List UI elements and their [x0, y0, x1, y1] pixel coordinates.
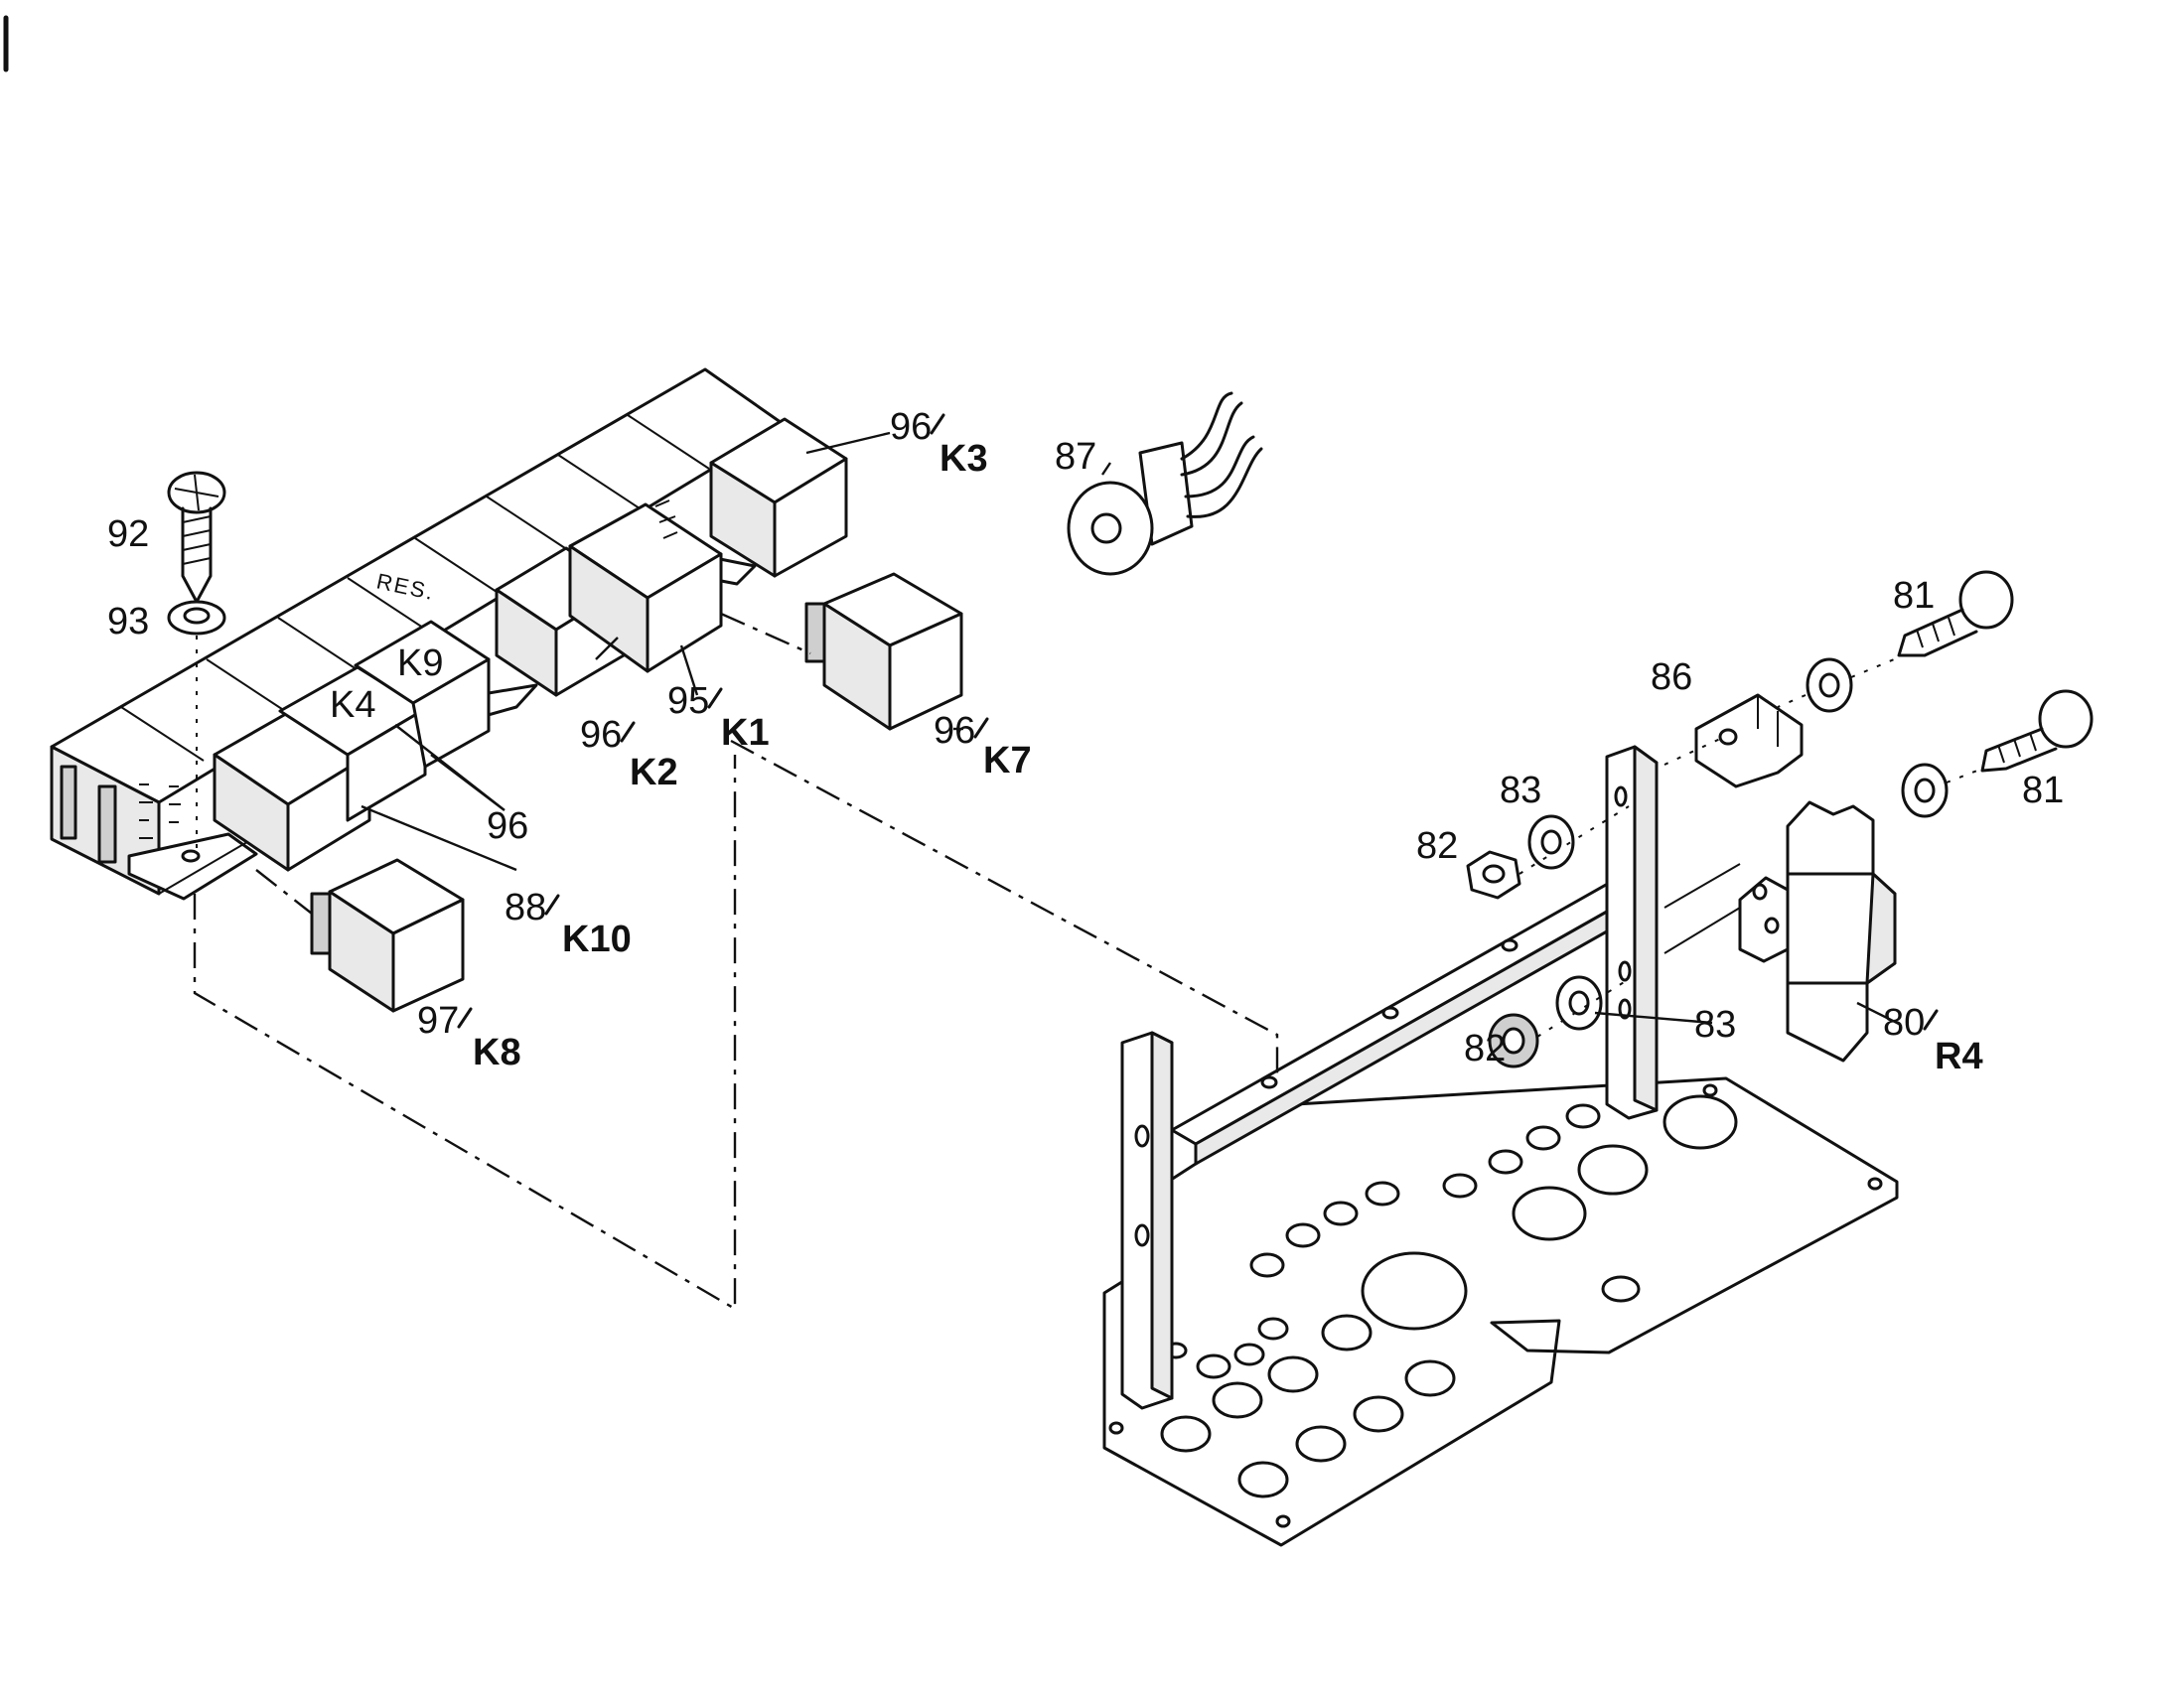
- callout-r4-ref: R4: [1935, 1036, 1983, 1077]
- callout-k2-number: 96: [580, 714, 622, 756]
- callout-k8-ref: K8: [473, 1032, 521, 1073]
- relay-k8-loose: [310, 858, 465, 1013]
- label-83-lower: 83: [1694, 1004, 1736, 1046]
- relay-k3-mounted: [654, 417, 848, 578]
- chassis-bracket: [1102, 745, 1899, 1547]
- label-81-upper: 81: [1893, 575, 1935, 617]
- callout-k10-number: 88: [505, 887, 546, 928]
- nut-82-lower: [1488, 1013, 1539, 1068]
- callout-95-k1: 95 K1: [667, 680, 770, 754]
- washer-81-lower: [1901, 763, 1949, 818]
- callout-k3-number: 96: [890, 406, 932, 448]
- callout-k7-number: 96: [934, 710, 975, 752]
- callout-k2-ref: K2: [630, 752, 678, 793]
- screw-81-lower: [1980, 689, 2094, 773]
- label-92: 92: [107, 513, 149, 555]
- label-82-upper: 82: [1416, 825, 1458, 867]
- label-96: 96: [487, 805, 528, 847]
- label-87: 87: [1055, 436, 1096, 478]
- washer-83-upper: [1527, 814, 1575, 870]
- callout-88-k10: 88 K10: [505, 887, 632, 960]
- callout-96-k2: 96 K2: [580, 714, 678, 793]
- callout-r4-number: 80: [1883, 1002, 1925, 1044]
- callout-k3-ref: K3: [940, 438, 988, 480]
- k9-label: K9: [397, 642, 443, 684]
- resistor-r4-80: [1738, 800, 1897, 1063]
- relay-k4-k9-mounted: [278, 620, 491, 822]
- callout-k8-number: 97: [417, 1000, 459, 1042]
- callout-97-k8: 97 K8: [417, 1000, 521, 1073]
- label-93: 93: [107, 601, 149, 642]
- k4-label: K4: [330, 684, 375, 726]
- callout-96-k7: 96 K7: [934, 710, 1032, 782]
- relay-k7-loose: [804, 572, 963, 731]
- washer-81-upper: [1806, 657, 1853, 713]
- washer-93: [167, 600, 226, 636]
- label-81-lower: 81: [2022, 770, 2064, 811]
- callout-k10-ref: K10: [562, 919, 632, 960]
- callout-k7-ref: K7: [983, 740, 1032, 782]
- callout-k1-number: 95: [667, 680, 709, 722]
- label-82-lower: 82: [1464, 1028, 1506, 1069]
- callout-k1-ref: K1: [721, 712, 770, 754]
- label-83-upper: 83: [1500, 770, 1541, 811]
- relay-k1-mounted: [568, 502, 723, 673]
- nut-82-upper: [1466, 850, 1521, 900]
- component-87-potentiometer: [1067, 391, 1263, 576]
- washer-83-lower: [1555, 975, 1603, 1031]
- callout-80-r4: 80 R4: [1883, 1002, 1983, 1077]
- screw-81-upper: [1897, 570, 2014, 657]
- label-86: 86: [1651, 656, 1692, 698]
- screw-92: [167, 471, 226, 604]
- callout-96-k3: 96 K3: [890, 406, 988, 480]
- clip-86: [1694, 693, 1804, 788]
